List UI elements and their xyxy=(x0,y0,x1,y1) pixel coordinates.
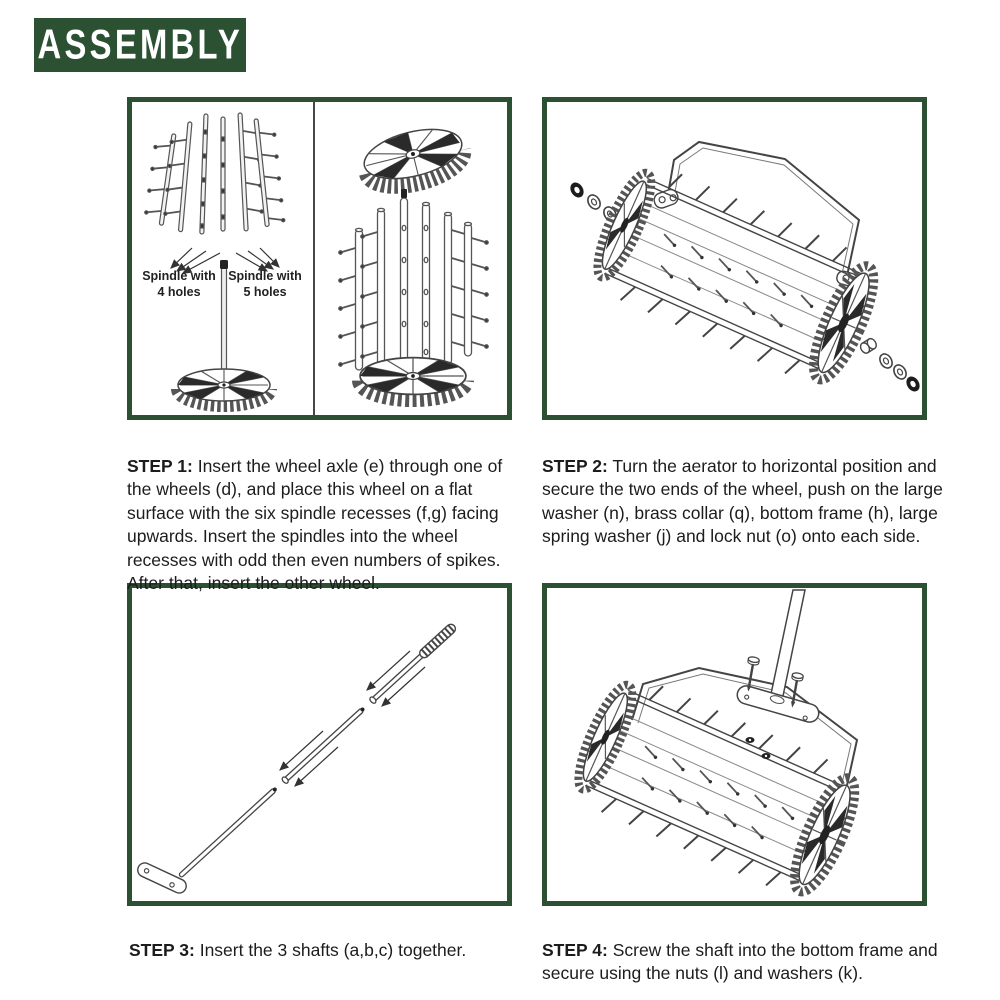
page-title-banner: ASSEMBLY xyxy=(34,18,246,72)
step-3-label: STEP 3: xyxy=(129,939,195,960)
mount-nuts xyxy=(745,737,771,759)
spindle-cluster xyxy=(144,112,286,235)
step1-diagram-panel: Spindle with 4 holes Spindle with 5 hole… xyxy=(127,97,512,420)
step-2-text: STEP 2: Turn the aerator to horizontal p… xyxy=(542,455,946,549)
cage-base-wheel xyxy=(360,358,466,399)
shaft-end-plate xyxy=(137,862,187,894)
spindle-5-holes-label: Spindle with 5 holes xyxy=(228,269,302,299)
step-1-label: STEP 1: xyxy=(127,455,193,476)
step-2-body: Turn the aerator to horizontal position … xyxy=(542,455,943,547)
shaft-to-frame-illustration xyxy=(547,589,922,901)
step3-diagram-panel xyxy=(127,583,512,906)
insertion-arrows xyxy=(279,650,426,787)
step2-diagram-panel xyxy=(542,97,927,420)
lower-shaft xyxy=(770,589,806,697)
step-1-body: Insert the wheel axle (e) through one of… xyxy=(127,455,503,594)
step-4-body: Screw the shaft into the bottom frame an… xyxy=(542,939,938,984)
shaft-grip xyxy=(419,623,457,659)
step-4-label: STEP 4: xyxy=(542,939,608,960)
shaft-coupler-lower xyxy=(272,775,291,793)
wheel-angled-top xyxy=(359,128,472,194)
wheel-bottom-left xyxy=(178,369,270,405)
handle-frame xyxy=(631,666,859,791)
spiked-roller-drum xyxy=(563,667,869,901)
spindle-callout-arrows xyxy=(170,247,280,274)
spindle-4-holes-label: Spindle with 4 holes xyxy=(142,269,216,299)
shaft-segment-b xyxy=(284,708,364,782)
aerator-exploded-illustration xyxy=(567,140,922,415)
shaft-segment-a xyxy=(178,788,276,878)
bottom-frame-plate xyxy=(736,685,820,723)
step-4-text: STEP 4: Screw the shaft into the bottom … xyxy=(542,939,946,986)
spindle-cage xyxy=(338,189,489,371)
axle-hardware-right xyxy=(857,336,922,394)
step-1-text: STEP 1: Insert the wheel axle (e) throug… xyxy=(127,455,531,596)
page-title: ASSEMBLY xyxy=(37,21,243,68)
step4-diagram-panel xyxy=(542,583,927,906)
step-2-label: STEP 2: xyxy=(542,455,608,476)
step-3-body: Insert the 3 shafts (a,b,c) together. xyxy=(199,939,467,960)
shaft-segment-c xyxy=(371,623,457,702)
shaft-assembly-illustration xyxy=(137,623,457,894)
spindles-and-wheel-illustration xyxy=(144,102,489,415)
shaft-coupler-upper xyxy=(359,695,378,713)
step-3-text: STEP 3: Insert the 3 shafts (a,b,c) toge… xyxy=(129,939,549,963)
